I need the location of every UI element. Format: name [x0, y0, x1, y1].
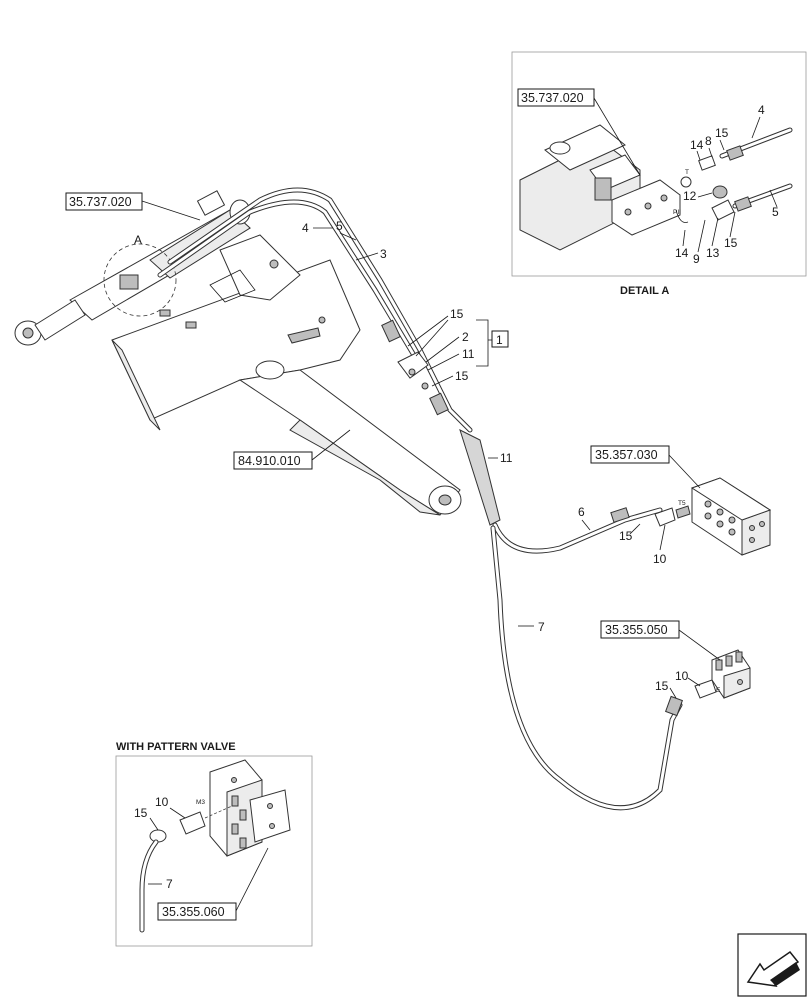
callout-15: 15 [655, 679, 669, 693]
callout-5: 5 [772, 205, 779, 219]
callout-1: 1 [496, 333, 503, 347]
callout-6: 6 [578, 505, 585, 519]
callout-15: 15 [134, 806, 148, 820]
control-block: T5 35.357.030 15 10 [590, 445, 772, 566]
callout-4: 4 [758, 103, 765, 117]
detail-a-caption: DETAIL A [620, 285, 669, 297]
callout-11: 11 [462, 347, 475, 361]
callout-2: 2 [462, 330, 469, 344]
callout-15: 15 [619, 529, 633, 543]
boom-assembly: A 35.737.020 84.910.010 [14, 190, 462, 516]
callout-5: 5 [336, 219, 343, 233]
hose-routing: 4 5 3 15 2 11 15 1 11 6 7 [157, 187, 684, 811]
callout-7: 7 [166, 877, 173, 891]
callout-3: 3 [380, 247, 387, 261]
callout-15: 15 [724, 236, 738, 250]
port-e-label: E [716, 687, 721, 694]
detail-a-marker: A [134, 233, 142, 247]
pilot-block: E 35.355.050 10 15 [600, 620, 751, 699]
callout-4: 4 [302, 221, 309, 235]
port-pii-label: PII [673, 209, 681, 216]
main-cylinder-ref: 35.737.020 [69, 195, 132, 209]
callout-10: 10 [675, 669, 689, 683]
port-m3-label: M3 [196, 799, 205, 806]
pattern-valve-ref: 35.355.060 [162, 905, 225, 919]
callout-15: 15 [455, 369, 469, 383]
callout-15: 15 [715, 126, 729, 140]
callout-13: 13 [706, 246, 720, 260]
callout-9: 9 [693, 252, 700, 266]
boom-ref: 84.910.010 [238, 454, 301, 468]
callout-11: 11 [500, 451, 513, 465]
callout-14: 14 [675, 246, 689, 260]
pattern-valve-panel: WITH PATTERN VALVE M3 10 15 7 35.355.060 [115, 741, 313, 947]
detail-cylinder-ref: 35.737.020 [521, 91, 584, 105]
callout-10: 10 [653, 552, 667, 566]
callout-7: 7 [538, 620, 545, 634]
port-t-label: T [685, 169, 689, 176]
callout-14: 14 [690, 138, 704, 152]
port-t5-label: T5 [678, 500, 686, 507]
pilot-block-ref: 35.355.050 [605, 623, 668, 637]
callout-15: 15 [450, 307, 464, 321]
detail-a-panel: 35.737.020 T PII 14 8 15 4 12 5 14 9 13 … [511, 51, 807, 297]
callout-8: 8 [705, 134, 712, 148]
control-block-ref: 35.357.030 [595, 448, 658, 462]
callout-10: 10 [155, 795, 169, 809]
callout-12: 12 [683, 189, 697, 203]
pattern-valve-caption: WITH PATTERN VALVE [116, 741, 236, 753]
next-page-arrow-icon[interactable] [737, 933, 807, 997]
